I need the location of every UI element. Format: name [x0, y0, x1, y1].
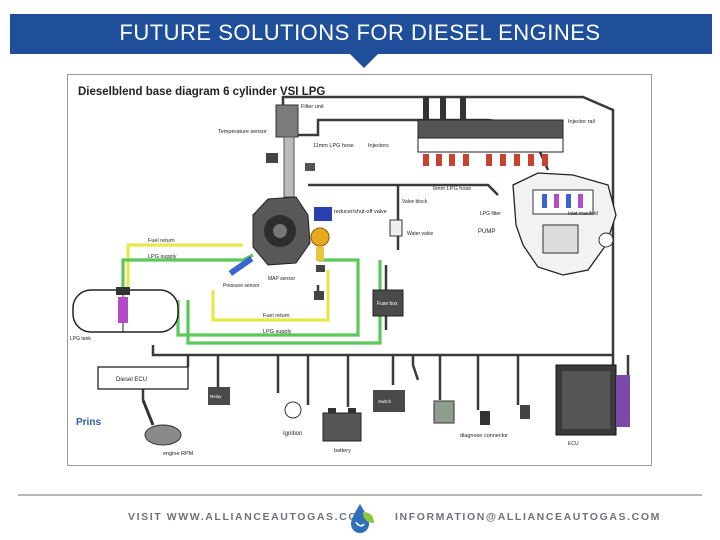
filter-unit — [275, 104, 299, 138]
label-lpg-supply-2: LPG supply — [263, 329, 292, 335]
reducer — [252, 196, 311, 266]
label-ecu: ECU — [568, 441, 579, 447]
temp-sensor — [266, 153, 278, 163]
label-rpm: engine RPM — [163, 451, 194, 457]
label-water-valve: Water valve — [407, 231, 433, 237]
switch-panel — [433, 400, 455, 424]
fuse-box — [372, 289, 404, 317]
label-lpg-supply: LPG supply — [148, 254, 177, 260]
label-battery: battery — [334, 448, 351, 454]
label-ignition: Ignition — [283, 431, 302, 437]
footer-divider — [18, 494, 702, 496]
label-pump: PUMP — [478, 229, 495, 235]
label-injectors: Injectors — [368, 143, 389, 149]
diagram-title: Dieselblend base diagram 6 cylinder VSI … — [78, 86, 325, 98]
engine-block — [512, 172, 617, 276]
pressure-regulator — [310, 227, 330, 272]
lpg-ecu — [555, 364, 630, 436]
relay — [208, 387, 230, 405]
diesel-ecu — [97, 366, 189, 390]
alliance-drop-icon — [351, 504, 374, 533]
battery — [322, 412, 362, 442]
label-fuel-return-2: Fuel return — [263, 313, 290, 319]
sensor-connector — [305, 163, 315, 171]
label-tank: LPG tank — [70, 336, 91, 342]
label-lpg-hose: 11mm LPG hose — [313, 143, 354, 149]
brand-logo: Prins — [76, 417, 101, 428]
label-lpg-filter: LPG filter — [480, 211, 501, 217]
lpg-tank — [72, 287, 179, 333]
connector — [520, 405, 530, 419]
label-lpg-hose-small: 6mm LPG hose — [433, 186, 471, 192]
system-diagram: Dieselblend base diagram 6 cylinder VSI … — [67, 74, 652, 466]
diagnose-plug — [480, 411, 490, 425]
slide-title: FUTURE SOLUTIONS FOR DIESEL ENGINES — [119, 20, 601, 45]
label-fuel-return: Fuel return — [148, 238, 175, 244]
label-map-sensor: MAP sensor — [268, 276, 295, 282]
diagram-canvas: Dieselblend base diagram 6 cylinder VSI … — [70, 86, 630, 457]
label-pressure-sensor: Pressure sensor — [223, 283, 260, 289]
label-diagnose: diagnose connector — [460, 433, 508, 439]
lpg-injector — [228, 256, 254, 276]
water-valve — [389, 219, 403, 237]
map-sensor — [314, 291, 324, 300]
gas-pipe — [283, 136, 295, 198]
label-relay: Relay — [210, 394, 222, 399]
rpm-sensor — [141, 399, 182, 446]
label-filter-unit: Filter unit — [301, 104, 324, 110]
label-valve-block: Valve block — [402, 199, 428, 205]
label-rail: Injector rail — [568, 119, 595, 125]
label-reducer: reducer/shut-off valve — [334, 209, 387, 215]
injector-bank — [417, 97, 564, 166]
title-banner — [10, 14, 712, 68]
footer-website-link[interactable]: VISIT WWW.ALLIANCEAUTOGAS.COM — [128, 511, 369, 523]
footer-email-link[interactable]: INFORMATION@ALLIANCEAUTOGAS.COM — [395, 511, 661, 523]
shutoff-valve — [314, 207, 332, 221]
label-temp-sensor: Temperature sensor — [218, 129, 267, 135]
switch — [373, 390, 405, 412]
label-diesel-ecu: Diesel ECU — [116, 377, 147, 383]
label-switch: Switch — [378, 399, 392, 404]
label-inlet-manifold: Inlet manifold — [568, 211, 598, 217]
ignition-switch — [284, 401, 302, 419]
label-fuse-box: Fuse box — [377, 301, 398, 307]
